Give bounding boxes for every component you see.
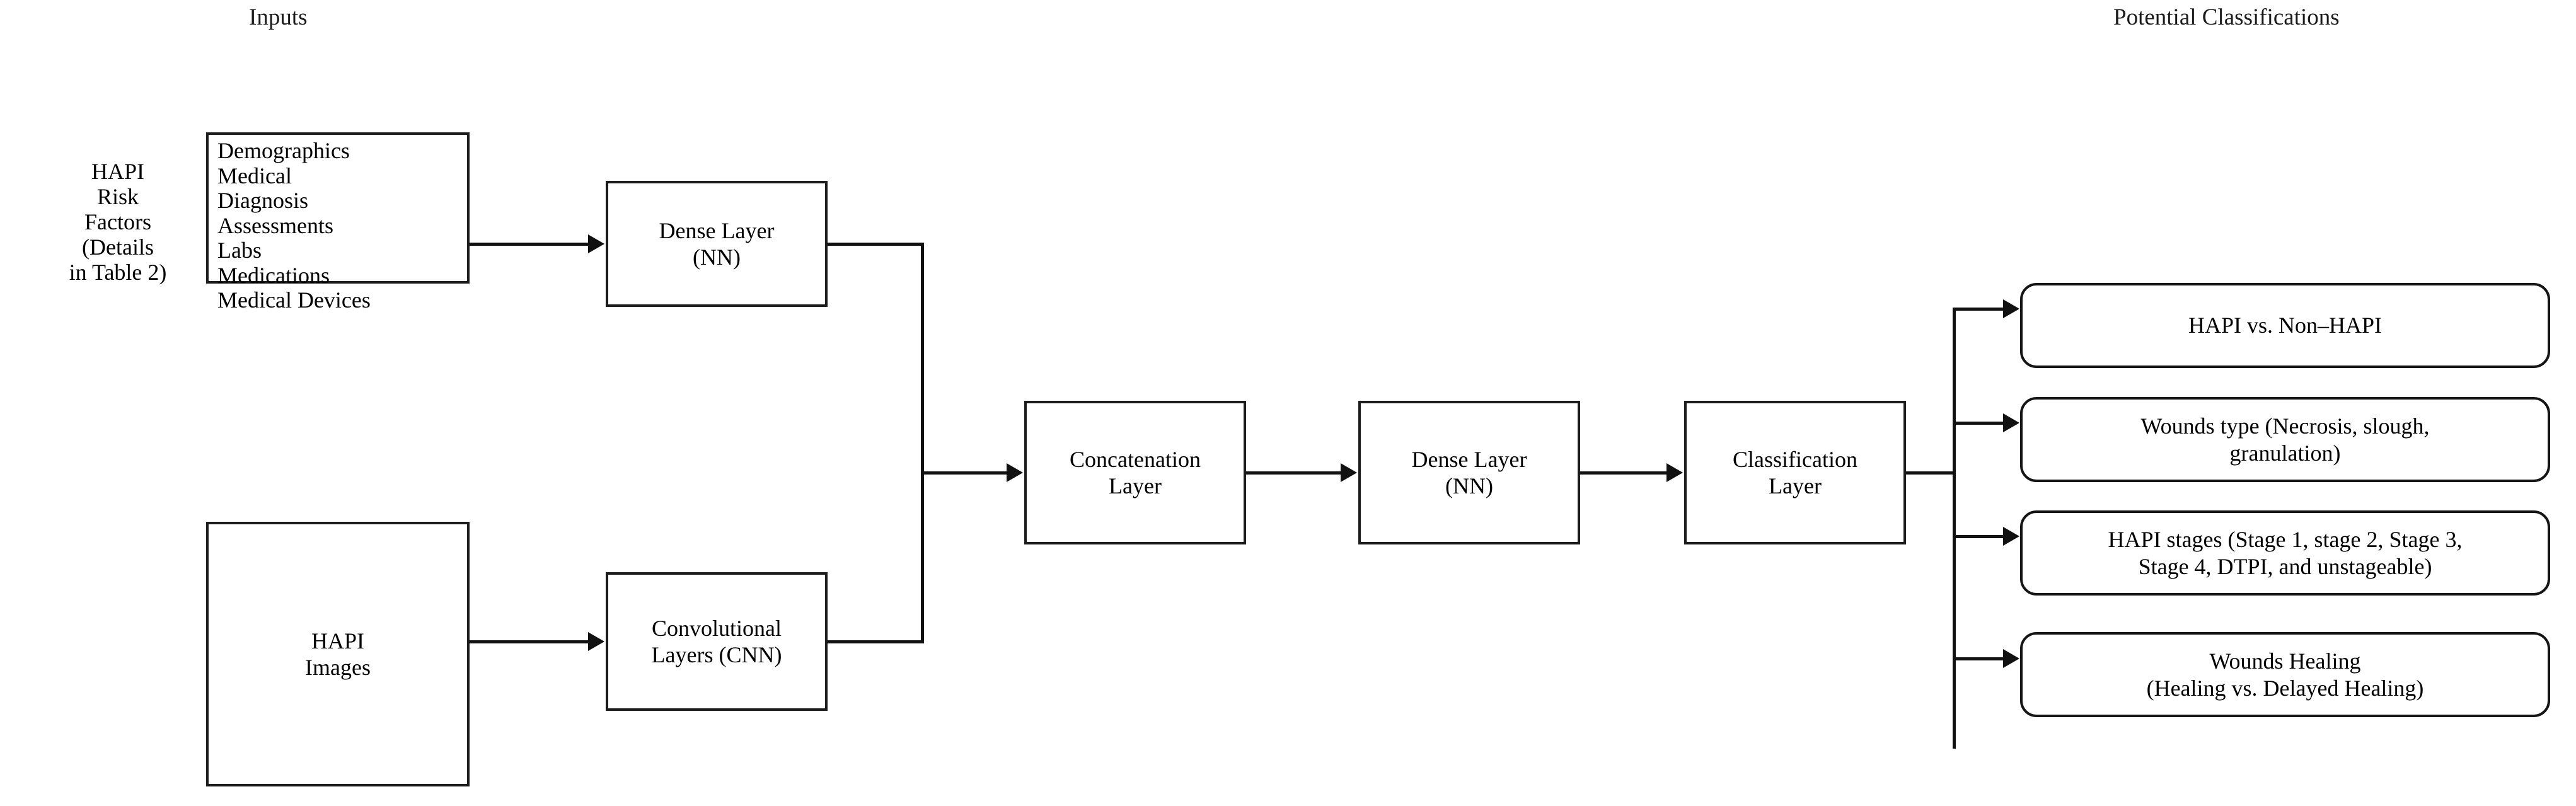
connector-fanout-to-classification-3: [1953, 657, 2004, 660]
dense-layer-mid-line-2: (NN): [1445, 473, 1493, 498]
arrowhead-fanout-to-classification-3: [2003, 649, 2019, 668]
classification-1-line-1: Wounds type (Necrosis, slough,: [2140, 413, 2430, 439]
classification-1-line-2: granulation): [2229, 440, 2341, 466]
classification-output-hapi-stages: HAPI stages (Stage 1, stage 2, Stage 3, …: [2020, 510, 2550, 596]
concat-line-1: Concatenation: [1070, 446, 1201, 472]
dense-layer-top-line-2: (NN): [693, 245, 741, 270]
inputs-list-box: Demographics Medical Diagnosis Assessmen…: [206, 132, 470, 313]
concatenation-layer-box: Concatenation Layer: [1024, 401, 1246, 544]
input-item: Labs: [217, 238, 262, 263]
hapi-risk-factors-caption: HAPI Risk Factors (Details in Table 2): [39, 159, 197, 285]
merge-bus-vertical-line: [921, 243, 924, 643]
arrowhead-fanout-to-classification-2: [2003, 527, 2019, 546]
arrowhead-images-to-cnn: [588, 632, 604, 651]
classification-output-hapi-vs-non-hapi: HAPI vs. Non–HAPI: [2020, 283, 2550, 368]
input-item: Diagnosis: [217, 188, 308, 213]
cnn-line-2: Layers (CNN): [651, 642, 782, 667]
caption-line-2: Risk: [96, 184, 139, 209]
input-item: Medical: [217, 163, 292, 188]
dense-layer-mid-line-1: Dense Layer: [1411, 446, 1527, 472]
input-item: Medical Devices: [217, 287, 371, 313]
classification-output-wounds-type: Wounds type (Necrosis, slough, granulati…: [2020, 397, 2550, 482]
fanout-bus-vertical-line: [1953, 308, 1956, 749]
hapi-images-box: HAPI Images: [206, 522, 470, 786]
classification-layer-line-2: Layer: [1769, 473, 1822, 498]
connector-inputs-to-dense: [470, 243, 589, 246]
dense-layer-nn-box-top: Dense Layer (NN): [606, 181, 828, 307]
connector-images-to-cnn: [470, 640, 589, 643]
connector-fanout-to-classification-2: [1953, 535, 2004, 538]
connector-bus-to-concatenation: [921, 471, 1008, 475]
caption-line-4: (Details: [82, 234, 154, 260]
caption-line-1: HAPI: [91, 159, 144, 184]
arrowhead-inputs-to-dense: [588, 234, 604, 253]
dense-layer-top-line-1: Dense Layer: [659, 217, 775, 243]
potential-classifications-section-header: Potential Classifications: [2113, 4, 2340, 30]
arrowhead-fanout-to-classification-1: [2003, 413, 2019, 432]
hapi-images-line-1: HAPI: [311, 628, 364, 653]
input-item: Demographics: [217, 138, 350, 163]
arrowhead-bus-to-concatenation: [1007, 463, 1023, 482]
classification-3-line-1: Wounds Healing: [2209, 648, 2361, 674]
connector-dense-to-classification: [1580, 471, 1668, 475]
connector-cnn-to-bus: [828, 640, 924, 643]
caption-line-3: Factors: [84, 209, 151, 234]
connector-fanout-to-classification-1: [1953, 422, 2004, 425]
classification-0-line-1: HAPI vs. Non–HAPI: [2188, 313, 2383, 338]
input-item: Assessments: [217, 212, 334, 238]
caption-line-5: in Table 2): [69, 260, 167, 285]
connector-fanout-to-classification-0: [1953, 308, 2004, 311]
classification-2-line-1: HAPI stages (Stage 1, stage 2, Stage 3,: [2108, 526, 2463, 552]
connector-classification-to-fanout: [1906, 471, 1955, 475]
cnn-line-1: Convolutional: [652, 615, 782, 641]
input-item: Medications: [217, 262, 330, 288]
arrowhead-fanout-to-classification-0: [2003, 299, 2019, 318]
classification-layer-line-1: Classification: [1733, 446, 1857, 472]
concat-line-2: Layer: [1109, 473, 1162, 498]
classification-2-line-2: Stage 4, DTPI, and unstageable): [2138, 553, 2432, 579]
convolutional-layers-cnn-box: Convolutional Layers (CNN): [606, 572, 828, 711]
hapi-images-line-2: Images: [305, 655, 371, 680]
arrowhead-concatenation-to-dense: [1341, 463, 1357, 482]
connector-dense-to-bus: [828, 243, 924, 246]
inputs-section-header: Inputs: [249, 4, 308, 30]
classification-layer-box: Classification Layer: [1684, 401, 1906, 544]
dense-layer-nn-box-middle: Dense Layer (NN): [1358, 401, 1580, 544]
classification-3-line-2: (Healing vs. Delayed Healing): [2146, 675, 2424, 701]
connector-concatenation-to-dense: [1246, 471, 1342, 475]
classification-output-wounds-healing: Wounds Healing (Healing vs. Delayed Heal…: [2020, 632, 2550, 717]
arrowhead-dense-to-classification: [1666, 463, 1683, 482]
